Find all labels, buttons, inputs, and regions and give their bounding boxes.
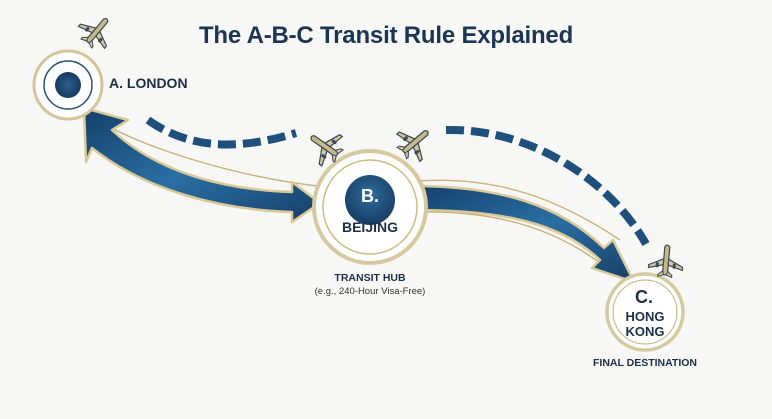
node-c-name-line2: KONG	[625, 324, 665, 339]
arrow-a-to-b	[82, 106, 322, 224]
node-c-letter: C.	[635, 287, 653, 307]
node-hong-kong	[605, 272, 685, 352]
node-b-letter: B.	[361, 186, 379, 206]
flight-path-dashes	[145, 116, 650, 246]
node-b-subcaption: (e.g., 240-Hour Visa-Free)	[314, 286, 426, 297]
node-c-name-line1: HONG	[625, 309, 665, 324]
node-london	[32, 49, 104, 121]
arrow-b-to-c	[410, 184, 636, 284]
node-b-name: BEIJING	[341, 219, 398, 235]
node-b-caption: TRANSIT HUB	[334, 272, 406, 284]
node-c-caption: FINAL DESTINATION	[592, 357, 698, 369]
node-beijing	[312, 149, 428, 265]
node-a-label: A. LONDON	[109, 75, 188, 91]
page-title: The A-B-C Transit Rule Explained	[198, 22, 574, 49]
